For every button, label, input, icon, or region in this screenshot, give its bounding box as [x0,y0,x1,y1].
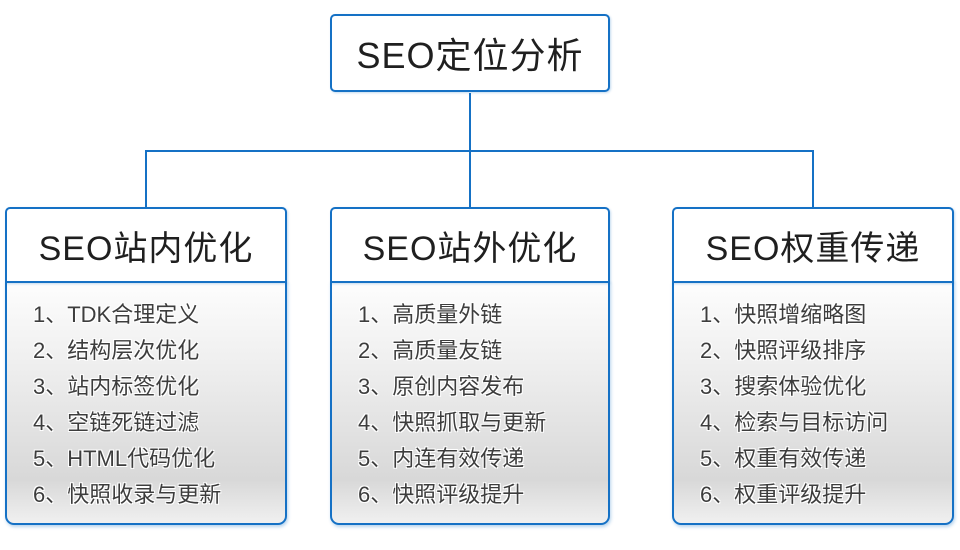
connector-drop-left [145,150,147,208]
list-item: 5、内连有效传递 [358,446,525,471]
column-onsite-header: SEO站内优化 [5,207,287,283]
column-offsite-title: SEO站外优化 [362,229,578,268]
list-item: 4、空链死链过滤 [33,410,200,435]
list-item: 5、权重有效传递 [700,446,867,471]
connector-drop-center [469,150,471,208]
column-onsite-title: SEO站内优化 [38,229,254,268]
list-item: 1、TDK合理定义 [33,302,200,327]
column-onsite: SEO站内优化 1、TDK合理定义 2、结构层次优化 3、站内标签优化 4、空链… [5,207,287,525]
column-onsite-panel: 1、TDK合理定义 2、结构层次优化 3、站内标签优化 4、空链死链过滤 5、H… [5,281,287,525]
list-item: 2、结构层次优化 [33,338,200,363]
list-item: 4、快照抓取与更新 [358,410,547,435]
connector-root-vertical [469,93,471,151]
column-weight-header: SEO权重传递 [672,207,954,283]
column-offsite-panel: 1、高质量外链 2、高质量友链 3、原创内容发布 4、快照抓取与更新 5、内连有… [330,281,610,525]
column-offsite: SEO站外优化 1、高质量外链 2、高质量友链 3、原创内容发布 4、快照抓取与… [330,207,610,525]
list-item: 6、快照评级提升 [358,482,525,507]
root-title: SEO定位分析 [356,35,584,76]
root-node: SEO定位分析 [330,14,610,92]
column-weight: SEO权重传递 1、快照增缩略图 2、快照评级排序 3、搜索体验优化 4、检索与… [672,207,954,525]
list-item: 3、原创内容发布 [358,374,525,399]
connector-drop-right [812,150,814,208]
list-item: 1、快照增缩略图 [700,302,867,327]
column-weight-panel: 1、快照增缩略图 2、快照评级排序 3、搜索体验优化 4、检索与目标访问 5、权… [672,281,954,525]
column-weight-title: SEO权重传递 [705,229,921,268]
list-item: 6、快照收录与更新 [33,482,222,507]
list-item: 2、快照评级排序 [700,338,867,363]
list-item: 3、站内标签优化 [33,374,200,399]
list-item: 6、权重评级提升 [700,482,867,507]
list-item: 1、高质量外链 [358,302,503,327]
list-item: 5、HTML代码优化 [33,446,216,471]
connector-horizontal [145,150,814,152]
list-item: 2、高质量友链 [358,338,503,363]
column-offsite-header: SEO站外优化 [330,207,610,283]
list-item: 3、搜索体验优化 [700,374,867,399]
list-item: 4、检索与目标访问 [700,410,889,435]
